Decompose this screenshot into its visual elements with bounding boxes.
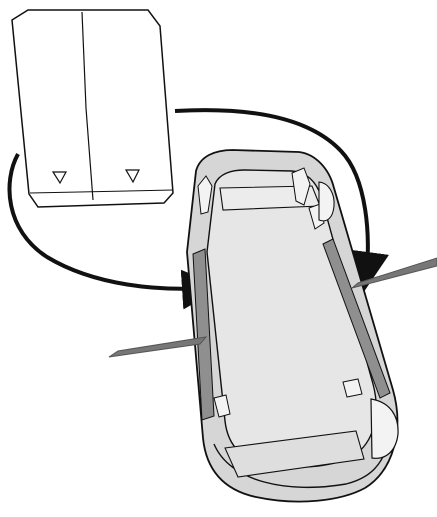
folded-adhesive-sheet [12, 10, 173, 207]
pointer-left [109, 337, 206, 357]
device-cradle-underside [187, 150, 398, 502]
sheet-outline [12, 10, 173, 207]
right-lower-clip [343, 379, 362, 397]
